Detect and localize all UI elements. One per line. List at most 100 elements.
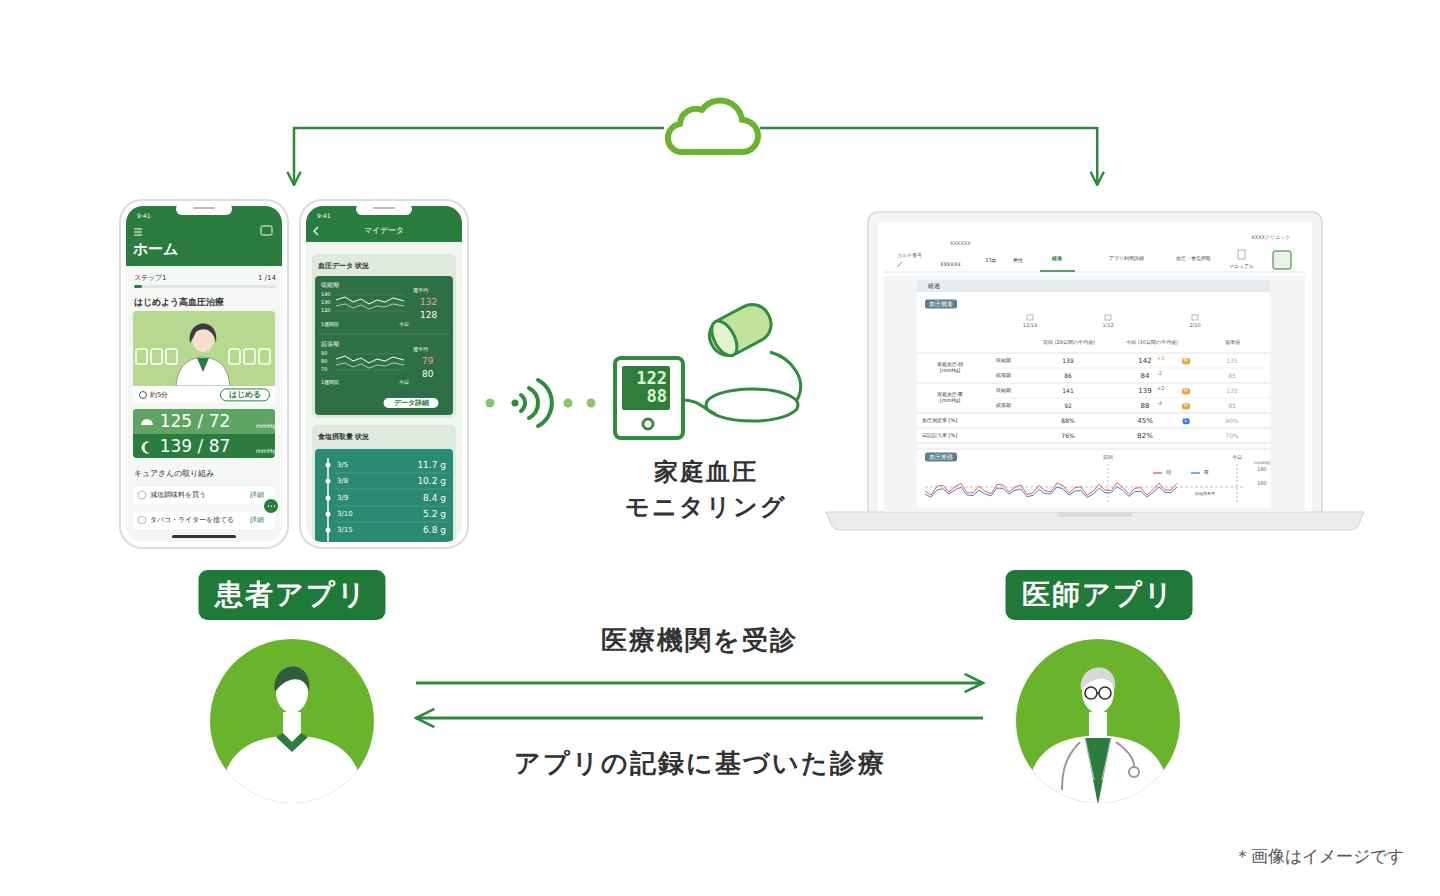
laptop-art <box>1058 512 1132 517</box>
screen-text: 3/15 <box>337 526 353 534</box>
dashboard-text: H <box>1182 358 1190 364</box>
screen-text: ステップ1 <box>134 274 166 282</box>
patient-phone-mydata <box>336 297 404 304</box>
dashboard-text: L <box>1183 418 1190 424</box>
dashboard-text: (mmHg) <box>1254 461 1270 466</box>
phone-screen: 9:41ホームステップ11 /14はじめよう高血圧治療約5分はじめる125 / … <box>120 200 288 548</box>
patient-phone-mydata <box>336 295 405 311</box>
patient-phone-mydata <box>336 363 404 368</box>
bp-trend-line <box>925 487 1177 498</box>
dashboard-text: 141 <box>1062 388 1073 395</box>
dashboard-text: 収縮期 <box>996 358 1011 364</box>
laptop-art <box>917 353 1270 449</box>
dashboard-text: 夜 <box>1204 470 1209 476</box>
patient-phone-home <box>261 226 272 235</box>
screen-text: 140 <box>321 292 331 298</box>
bp-monitor-art <box>643 419 653 429</box>
patient-phone-mydata <box>314 227 318 235</box>
patient-phone-home <box>141 419 153 425</box>
dashboard-text: 経過 <box>1052 256 1062 262</box>
phone-screen: 9:41マイデータ血圧データ 状況収縮期140130120週平均1321281週… <box>300 200 468 548</box>
dashboard-text: 前回 (28日間の平均値) <box>1043 340 1095 346</box>
flow-arrow <box>416 717 983 720</box>
laptop-art <box>897 262 902 267</box>
bp-monitor-art <box>615 298 801 438</box>
laptop-art <box>868 212 1322 518</box>
dashboard-text: 82% <box>1137 432 1153 440</box>
patient-phone-mydata <box>306 206 462 542</box>
screen-text: 詳細 <box>250 491 264 499</box>
screen-text: 9:41 <box>317 213 330 220</box>
screen-text: 3/10 <box>337 510 353 518</box>
dashboard-text: 88% <box>1061 418 1074 425</box>
laptop-art <box>1191 472 1200 473</box>
patient-phone-home <box>120 200 288 548</box>
wireless-signal <box>587 399 596 408</box>
screen-text: 70 <box>321 367 327 373</box>
patient-phone-home <box>134 229 142 235</box>
patient-phone-mydata <box>326 528 331 533</box>
patient-figure <box>275 666 310 692</box>
doctor-figure <box>1016 639 1180 810</box>
patient-phone-mydata <box>318 334 450 335</box>
screen-text: ホーム <box>133 241 178 258</box>
app-pill-label: 医師アプリ <box>1005 570 1192 620</box>
screen-text: 3/5 <box>337 461 348 469</box>
dashboard-text: 血圧・食塩摂取 <box>1176 256 1211 262</box>
dashboard-text: XXXXクリニック <box>1251 235 1290 241</box>
dashboard-text: 血圧概要 <box>925 300 957 309</box>
screen-text: 減塩調味料を買う <box>150 491 206 499</box>
patient-phone-home <box>138 516 146 524</box>
dashboard-text: 日記記入率 [%] <box>922 433 957 439</box>
laptop-art <box>1192 315 1198 320</box>
bp-trend-lines <box>925 483 1177 498</box>
patient-phone-mydata <box>356 206 412 215</box>
screen-text: 139 / 87 <box>160 437 231 457</box>
patient-figure <box>210 639 374 810</box>
patient-phone-mydata <box>315 449 453 542</box>
dashboard-text: カルテ番号 <box>897 253 922 259</box>
laptop-art <box>1108 464 1237 502</box>
dashboard-text: 70% <box>1225 433 1238 440</box>
screen-text: 80 <box>422 369 433 379</box>
wireless-signal <box>538 380 552 426</box>
patient-phone-home <box>126 206 282 542</box>
screen-text: 詳細 <box>250 516 264 524</box>
patient-phone-mydata <box>336 354 405 370</box>
screen-text: 今日 <box>399 380 409 386</box>
doctor-figure <box>1116 742 1134 766</box>
dashboard-text: 84 <box>1141 372 1150 380</box>
screen-text: 5.2 g <box>423 509 446 519</box>
screen-text: 収縮期 <box>321 282 339 289</box>
dashboard-text: 135 <box>1226 388 1237 395</box>
dashboard-text: 基準値 <box>1225 340 1240 346</box>
patient-phone-home <box>259 349 270 364</box>
dashboard-text: 経過 <box>928 283 940 290</box>
patient-phone-mydata <box>336 356 404 363</box>
patient-phone-home <box>134 285 276 288</box>
laptop-art <box>826 512 1364 530</box>
dashboard-text: 血圧測定率 [%] <box>922 418 957 424</box>
screen-text: 血圧データ 状況 <box>318 262 369 270</box>
screen-text: 130 <box>321 300 331 306</box>
patient-phone-home <box>140 392 147 399</box>
patient-phone-mydata <box>326 512 331 517</box>
patient-phone-home <box>120 200 288 548</box>
screen-text: 週平均 <box>413 347 428 353</box>
dashboard-text: 男性 <box>1013 258 1023 264</box>
dashboard-text: 家庭血圧-夜 [mmHg] <box>928 392 972 404</box>
bp-monitor-art <box>706 389 798 421</box>
screen-text: 9:41 <box>137 213 150 220</box>
patient-phone-home <box>176 357 230 386</box>
patient-phone-home <box>136 349 147 364</box>
screen-text: 拡張期 <box>321 341 339 348</box>
screen-text: 3/8 <box>337 477 348 485</box>
screen-text: 132 <box>420 297 437 307</box>
dashboard-text: 拡張期 <box>996 403 1011 409</box>
patient-phone-mydata <box>300 200 468 548</box>
doctor-figure <box>1024 667 1172 810</box>
doctor-figure <box>1062 742 1080 790</box>
laptop-art <box>1105 315 1111 320</box>
patient-phone-home <box>172 535 236 538</box>
wireless-signal <box>512 400 519 407</box>
